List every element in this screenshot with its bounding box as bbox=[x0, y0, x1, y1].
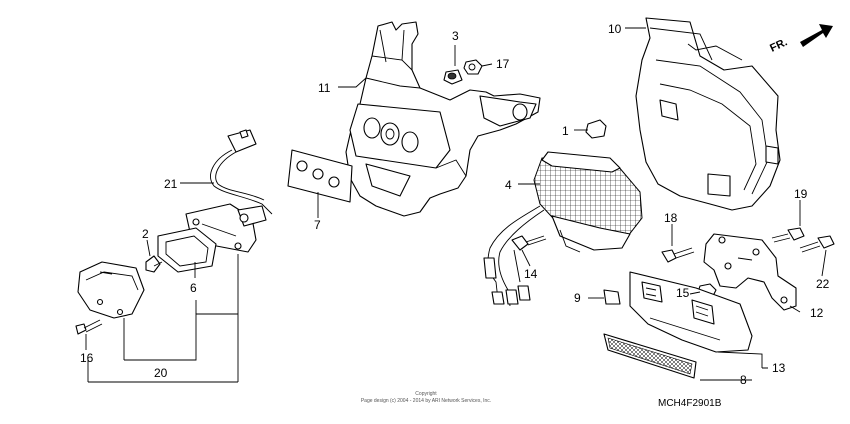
part-12-bracket bbox=[703, 233, 797, 311]
callout-12: 12 bbox=[810, 306, 824, 320]
part-11-rear-fender bbox=[345, 21, 541, 217]
callout-8: 8 bbox=[740, 373, 747, 387]
leader-lines bbox=[85, 27, 827, 383]
part-22-bolt bbox=[799, 235, 835, 253]
callout-17: 17 bbox=[496, 57, 510, 71]
part-2-bulb bbox=[145, 255, 163, 273]
front-direction-arrow: FR. bbox=[768, 24, 833, 55]
callout-13: 13 bbox=[772, 361, 786, 375]
callout-4: 4 bbox=[505, 178, 512, 192]
arrow-icon bbox=[800, 24, 833, 47]
part-1-cap bbox=[585, 119, 607, 139]
callout-14: 14 bbox=[524, 267, 538, 281]
part-9-clip bbox=[603, 289, 621, 305]
callout-20: 20 bbox=[154, 366, 168, 380]
callout-18: 18 bbox=[664, 211, 678, 225]
direction-label: FR. bbox=[768, 36, 789, 54]
part-14-bolt bbox=[511, 235, 547, 251]
diagram-code: MCH4F2901B bbox=[658, 398, 722, 409]
callout-labels: 3 17 11 7 10 1 4 14 21 2 6 16 20 18 19 2… bbox=[80, 22, 830, 387]
part-19-bolt bbox=[771, 227, 805, 243]
callout-1: 1 bbox=[562, 124, 569, 138]
part-3-grommet bbox=[443, 69, 463, 85]
callout-15: 15 bbox=[676, 286, 690, 300]
part-10-housing bbox=[635, 17, 781, 211]
part-4-tail-light bbox=[483, 151, 643, 307]
callout-7: 7 bbox=[314, 218, 321, 232]
part-8-reflector bbox=[603, 333, 697, 379]
part-gasket bbox=[157, 227, 217, 273]
part-17-nut bbox=[463, 59, 483, 75]
callout-10: 10 bbox=[608, 22, 622, 36]
copyright-line-2: Page design (c) 2004 - 2014 by ARI Netwo… bbox=[361, 398, 491, 404]
callout-3: 3 bbox=[452, 29, 459, 43]
callout-6: 6 bbox=[190, 281, 197, 295]
part-18-bolt bbox=[661, 247, 695, 263]
callout-22: 22 bbox=[816, 277, 830, 291]
callout-16: 16 bbox=[80, 351, 94, 365]
part-16-screw bbox=[75, 319, 103, 335]
license-light-lens bbox=[77, 261, 145, 319]
part-21-wiring bbox=[210, 129, 273, 215]
callout-19: 19 bbox=[794, 187, 808, 201]
callout-9: 9 bbox=[574, 291, 581, 305]
part-13-reflector-assembly bbox=[629, 271, 753, 353]
callout-2: 2 bbox=[142, 227, 149, 241]
part-7-license-seal bbox=[287, 149, 353, 203]
callout-11: 11 bbox=[318, 81, 331, 95]
copyright-line-1: Copyright bbox=[415, 391, 437, 397]
callout-21: 21 bbox=[164, 177, 178, 191]
